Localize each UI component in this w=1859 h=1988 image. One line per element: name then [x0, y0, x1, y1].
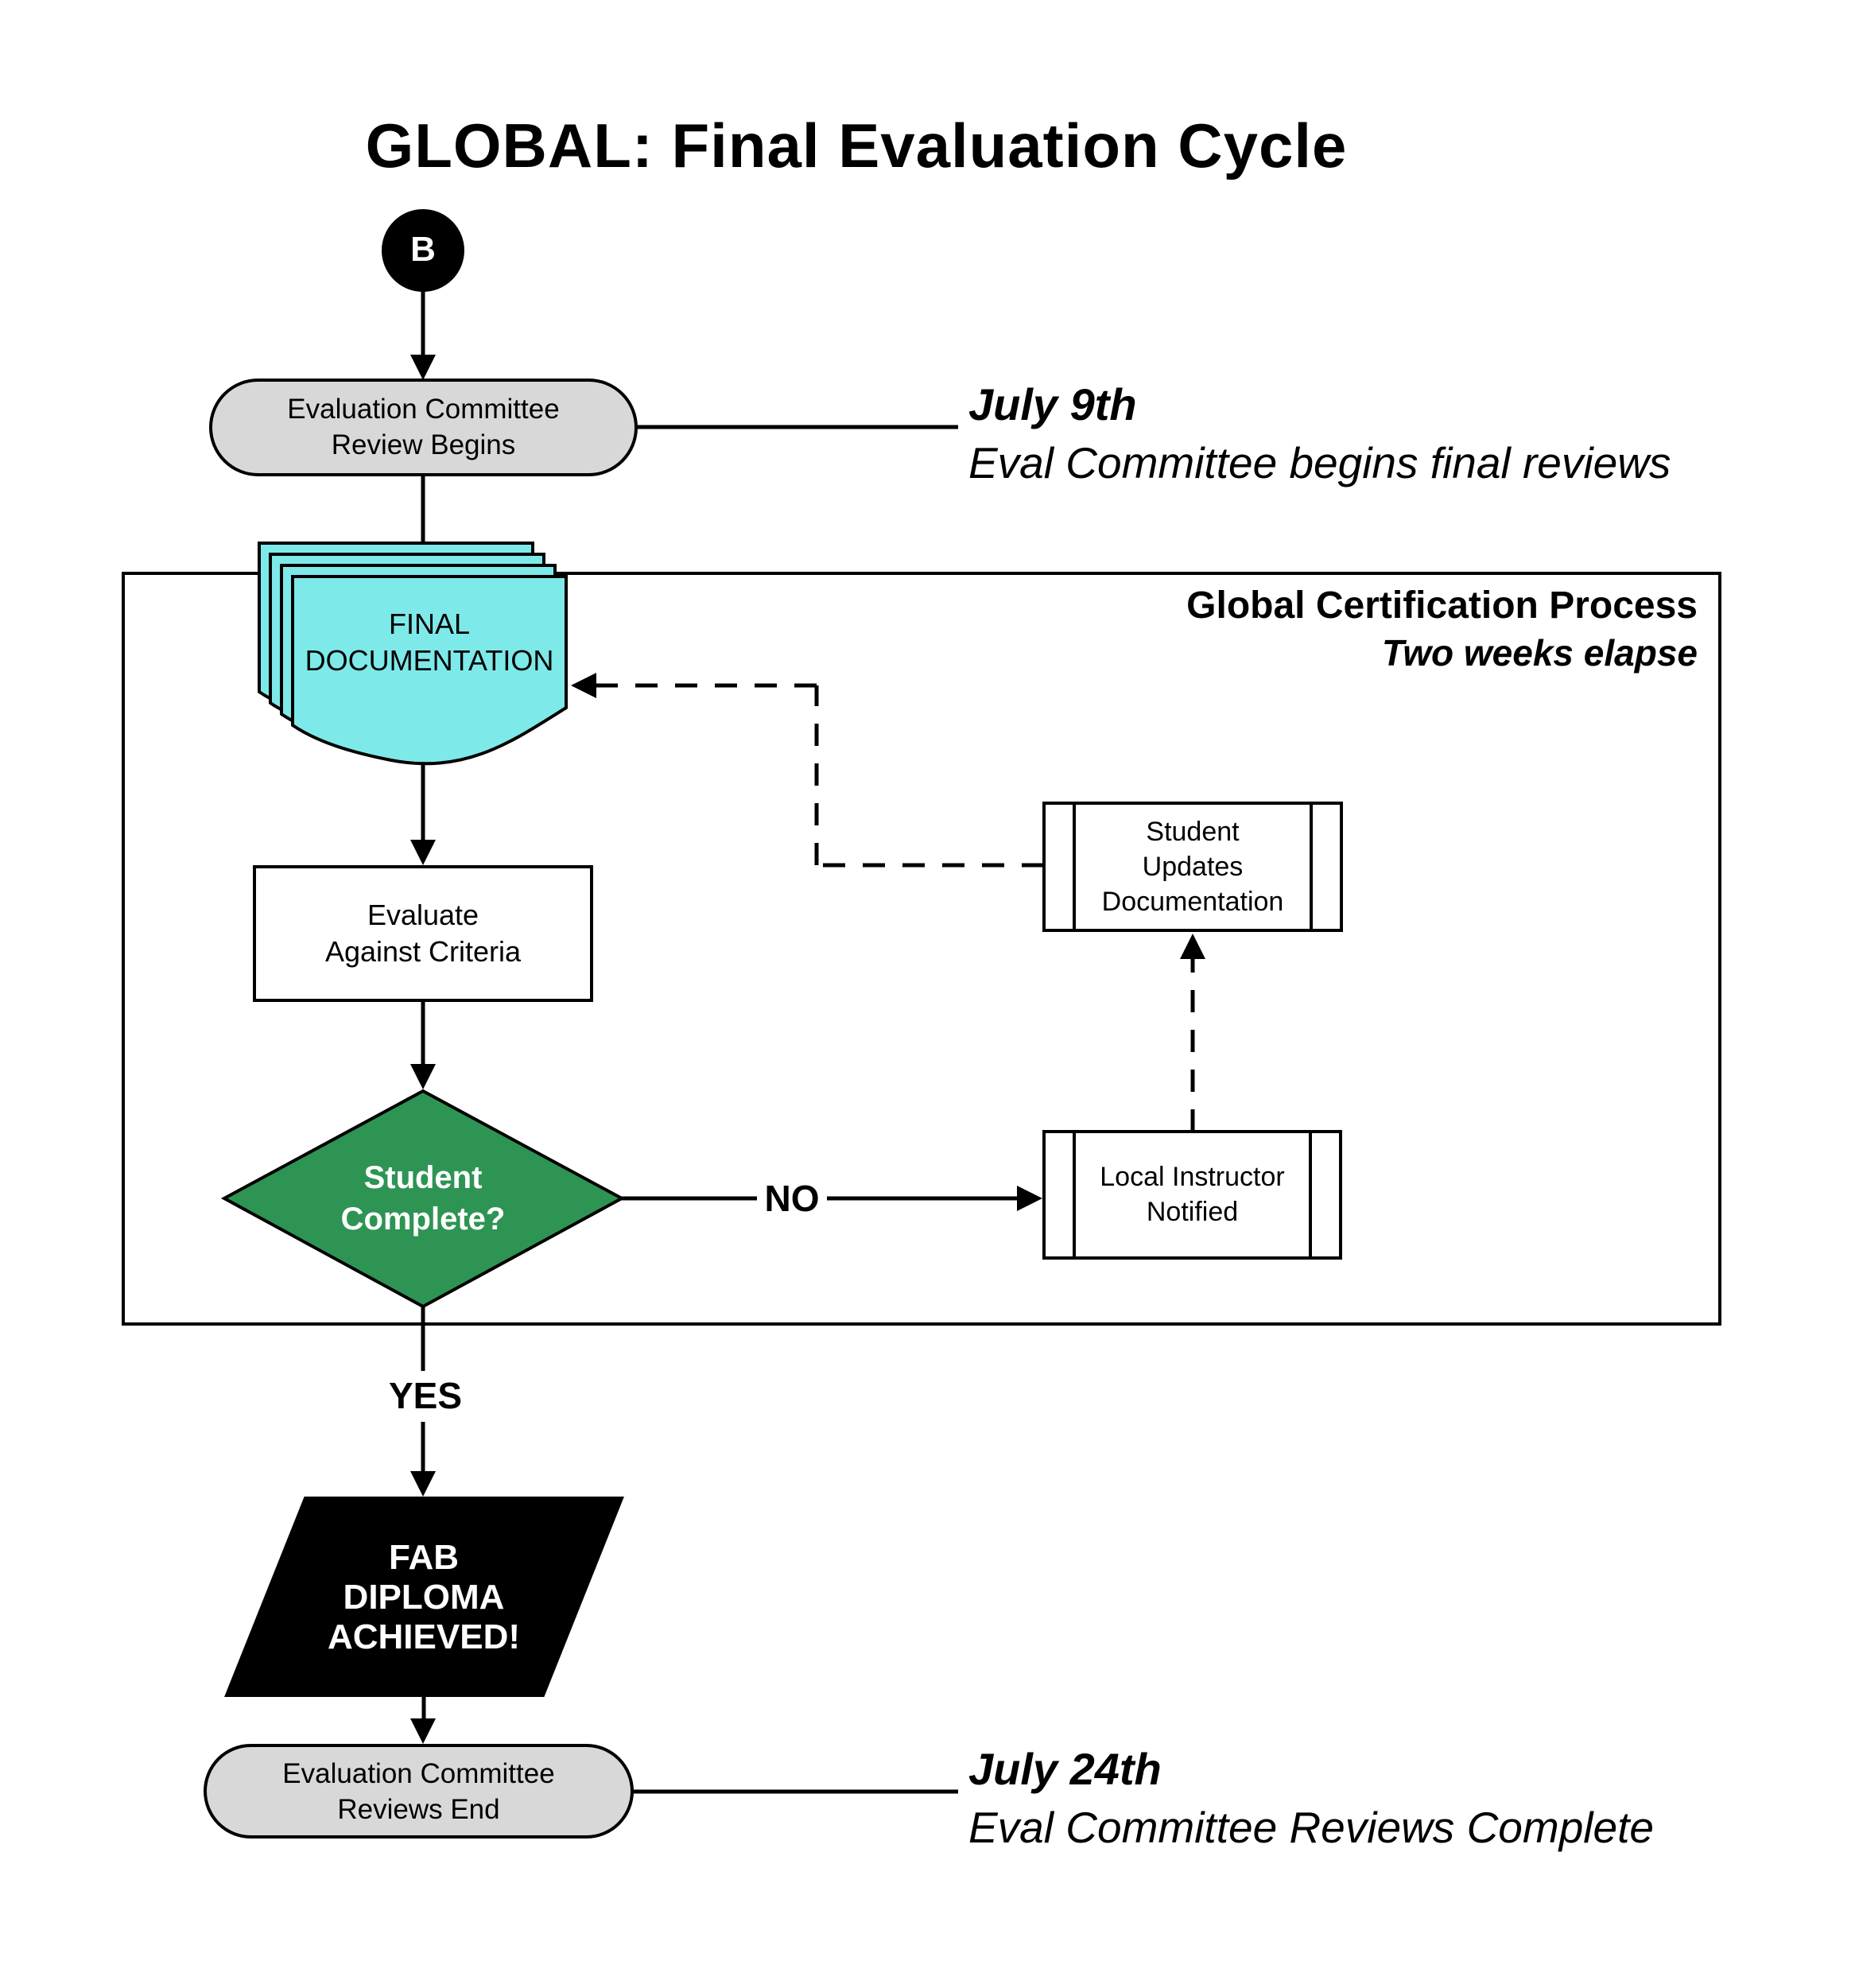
arrowheads: [410, 355, 1205, 1744]
local-instructor-line2: Notified: [1146, 1197, 1239, 1227]
offpage-connector-b: [382, 209, 464, 292]
arrowhead-into-end: [410, 1718, 436, 1744]
subprocess-student-updates: [1042, 802, 1343, 932]
terminator-reviews-end: [204, 1744, 634, 1839]
diploma-label: FAB DIPLOMA ACHIEVED!: [265, 1538, 583, 1657]
process-evaluate-label: Evaluate Against Criteria: [254, 897, 592, 970]
annotation-start-text: Eval Committee begins final reviews: [968, 438, 1671, 487]
decision-student-complete: [220, 1089, 626, 1309]
io-fab-diploma-achieved: [224, 1497, 624, 1697]
decision-line1: Student: [363, 1160, 483, 1195]
diploma-line2: DIPLOMA: [343, 1578, 505, 1617]
page-title: GLOBAL: Final Evaluation Cycle: [365, 111, 1348, 181]
diploma-line1: FAB: [389, 1538, 459, 1577]
diploma-line3: ACHIEVED!: [327, 1617, 521, 1656]
terminator-reviews-end-line1: Evaluation Committee: [282, 1758, 555, 1789]
branch-no-label: NO: [764, 1178, 820, 1219]
student-updates-line2: Updates: [1142, 852, 1244, 882]
student-updates-line3: Documentation: [1101, 887, 1284, 917]
arrowhead-into-begin: [410, 355, 436, 380]
process-evaluate-line2: Against Criteria: [324, 935, 522, 968]
subprocess-student-updates-label: Student Updates Documentation: [1044, 814, 1341, 919]
terminator-review-begins-label: Evaluation Committee Review Begins: [211, 391, 636, 463]
offpage-connector-b-label: B: [410, 230, 436, 269]
document-line2: DOCUMENTATION: [305, 644, 554, 677]
arrowhead-into-decision: [410, 1064, 436, 1089]
annotation-end-text: Eval Committee Reviews Complete: [968, 1803, 1654, 1852]
document-line1: FINAL: [388, 608, 471, 640]
subprocess-local-instructor-box: [1042, 1130, 1342, 1260]
terminator-review-begins-line2: Review Begins: [331, 429, 516, 460]
terminator-review-begins-line1: Evaluation Committee: [287, 394, 560, 425]
arrowhead-into-document: [571, 673, 596, 698]
subprocess-local-instructor: [1042, 1130, 1342, 1260]
arrowhead-into-local-instructor: [1017, 1186, 1042, 1211]
dashed-connectors: [596, 683, 1195, 1132]
student-updates-line1: Student: [1146, 817, 1240, 847]
arrowhead-into-diploma: [410, 1471, 436, 1497]
process-evaluate-against-criteria: [253, 865, 593, 1002]
terminator-reviews-end-label: Evaluation Committee Reviews End: [205, 1756, 632, 1827]
document-final-documentation: [291, 575, 568, 766]
solid-connectors: [421, 290, 1019, 1794]
terminator-review-begins: [209, 379, 638, 476]
document-label: FINAL DOCUMENTATION: [293, 606, 566, 679]
process-evaluate-line1: Evaluate: [367, 899, 479, 931]
terminator-reviews-end-line2: Reviews End: [337, 1794, 500, 1825]
container-title: Global Certification Process: [1186, 584, 1698, 627]
decision-line2: Complete?: [340, 1202, 506, 1237]
document-stack: [258, 542, 568, 766]
decision-label: Student Complete?: [264, 1157, 582, 1240]
arrowhead-into-student-updates: [1180, 934, 1205, 959]
subprocess-local-instructor-label: Local Instructor Notified: [1044, 1159, 1341, 1229]
certification-process-container: [122, 572, 1721, 1326]
annotation-end-date: July 24th: [968, 1744, 1162, 1794]
container-subtitle: Two weeks elapse: [1381, 632, 1698, 674]
local-instructor-line1: Local Instructor: [1100, 1162, 1285, 1192]
subprocess-student-updates-box: [1042, 802, 1343, 932]
branch-yes-label: YES: [388, 1375, 463, 1416]
annotation-start-date: July 9th: [968, 379, 1137, 429]
arrowhead-into-evaluate: [410, 840, 436, 865]
